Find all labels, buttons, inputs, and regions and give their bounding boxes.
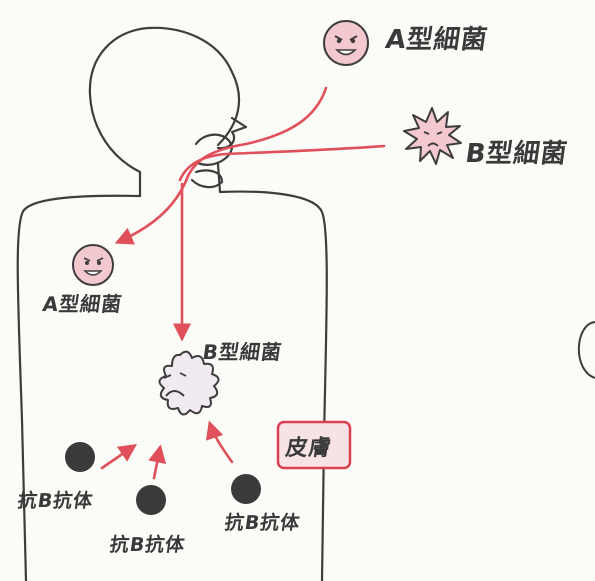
- skin-label: 皮膚: [283, 436, 334, 461]
- antibody-label: 抗B抗体: [16, 490, 95, 512]
- bacteria-b-icon: [403, 107, 462, 165]
- antibody-icon: [136, 485, 166, 515]
- antibody-label: 抗B抗体: [223, 512, 302, 534]
- bacteria-a-inside-icon: [72, 244, 114, 286]
- bacteria-b-label: B型細菌: [463, 139, 570, 169]
- bacteria-b-inside-label: B型細菌: [201, 340, 284, 364]
- bacteria-a-label: A型細菌: [383, 25, 490, 55]
- skin-box: [276, 420, 352, 470]
- infection-paths: [100, 86, 386, 480]
- bacteria-a-inside-label: A型細菌: [41, 292, 124, 316]
- partial-circle: [577, 321, 595, 379]
- antibody-icon: [65, 442, 95, 472]
- bacteria-a-icon: [323, 20, 369, 66]
- bacteria-b-inside-icon: [158, 350, 220, 416]
- antibody-label: 抗B抗体: [108, 534, 187, 556]
- antibody-icon: [231, 474, 261, 504]
